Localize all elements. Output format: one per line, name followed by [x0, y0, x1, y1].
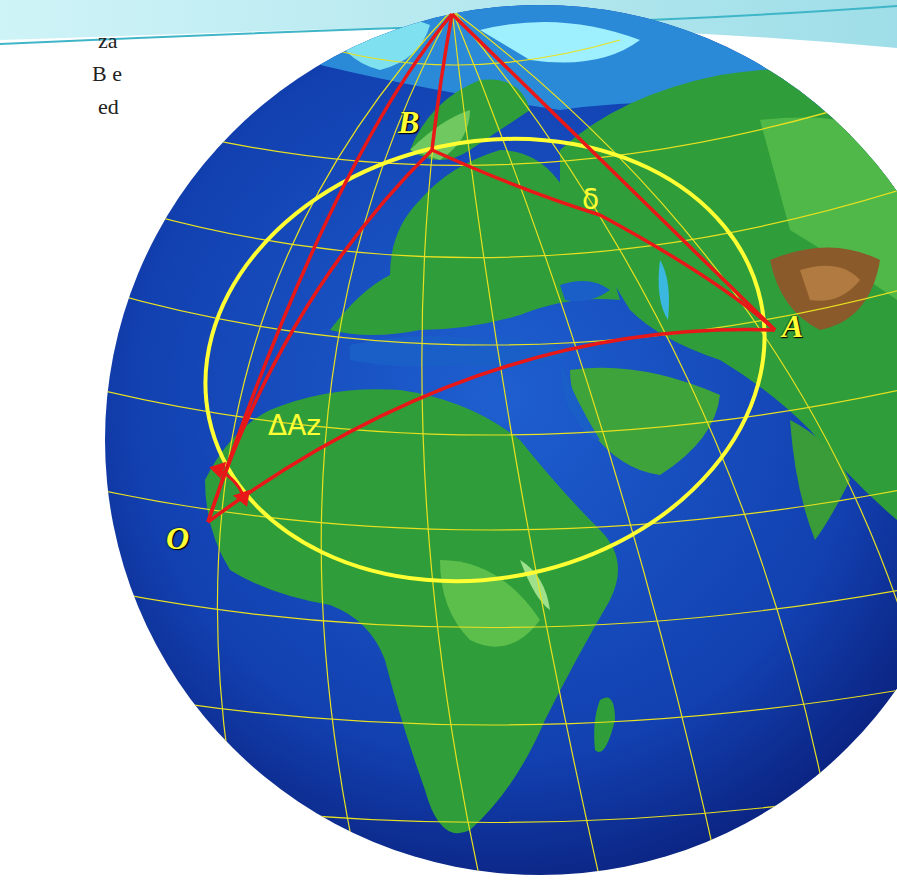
point-label: B [398, 106, 419, 138]
land-masses [90, 0, 897, 880]
point-label: A [782, 310, 803, 342]
cut-off-text: za [98, 30, 118, 52]
great-circle-arcs [208, 14, 775, 522]
distance-label: δ [582, 186, 599, 214]
point-label: O [166, 522, 189, 554]
cut-off-text: ed [98, 96, 119, 118]
yellow-circle [164, 88, 806, 632]
angle-arrow [212, 464, 248, 504]
azimuth-label: ΔAz [268, 412, 321, 440]
graticule [100, 10, 897, 880]
cut-off-text: B e [92, 63, 122, 85]
